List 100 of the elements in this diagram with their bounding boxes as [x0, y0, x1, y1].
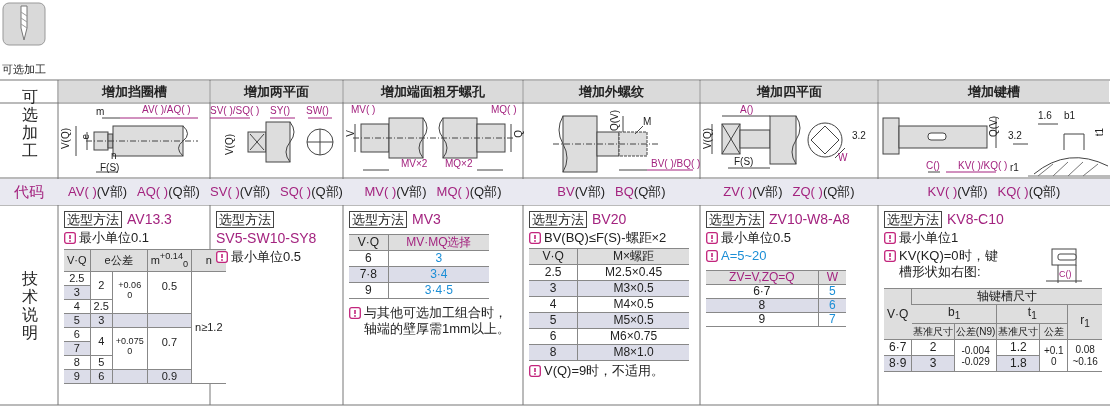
model-code: BV20 — [592, 211, 627, 227]
code-text: ZV( ) — [723, 184, 753, 199]
dimension-label: W — [838, 152, 848, 163]
table-value: 5 — [818, 284, 846, 299]
code-text: AV( ) — [68, 184, 97, 199]
column-header: 增加外螺纹 — [524, 81, 699, 102]
table-value: 2.5 — [64, 271, 91, 286]
table-value: 6·7 — [884, 339, 912, 356]
column-header: t$_{1}$ — [996, 304, 1068, 324]
code-text: BQ — [615, 184, 634, 199]
dimension-label: F(S) — [100, 162, 120, 173]
table-value: 0.08 ~0.16 — [1067, 339, 1102, 372]
table-value: 6 — [529, 328, 578, 345]
column-header: MV·MQ选择 — [388, 234, 489, 251]
dimension-label: V(Q) — [702, 128, 713, 150]
row-header: 可选加工 — [21, 88, 38, 160]
note-text: BV(BQ)≤F(S)-螺距×2 — [544, 230, 667, 246]
table-value: M2.5×0.45 — [577, 264, 689, 281]
code-text: KQ( ) — [997, 184, 1029, 199]
table-value: 3 — [388, 250, 489, 267]
table-value: +0.075 0 — [112, 327, 148, 370]
table-value: 7 — [818, 312, 846, 327]
code-text: AQ( ) — [137, 184, 169, 199]
table-value: M6×0.75 — [577, 328, 689, 345]
note-text: 最小单位1 — [899, 230, 959, 246]
table-value: 5 — [90, 355, 113, 370]
part-text: (V部) — [239, 184, 271, 199]
dimension-label: V(Q) — [60, 128, 71, 150]
table-value: 4 — [64, 299, 91, 314]
dimension-label: MQ×2 — [445, 158, 473, 169]
dimension-label: Q(V) — [988, 116, 999, 138]
code-text: SQ( ) — [280, 184, 312, 199]
code-text: ZQ( ) — [792, 184, 823, 199]
method-tag: 选型方法 — [216, 211, 274, 228]
dimension-label: A() — [740, 104, 754, 115]
column-header: V·Q — [349, 234, 389, 251]
note-text: A=5~20 — [721, 248, 767, 264]
table-value: 2 — [911, 339, 955, 356]
note-text: 最小单位0.1 — [79, 230, 150, 246]
table-value: 8 — [64, 355, 91, 370]
model-code: SV5-SW10-SY8 — [216, 230, 318, 247]
table-value: 2.5 — [90, 299, 113, 314]
part-text: (Q部) — [311, 184, 343, 199]
method-tag: 选型方法 — [706, 211, 764, 228]
dimension-label: MV×2 — [401, 158, 428, 169]
code-text: BV — [557, 184, 575, 199]
dimension-label: C() — [926, 160, 940, 171]
dimension-label: V(Q) — [224, 134, 235, 156]
table-value: n≥1.2 — [191, 271, 226, 384]
row-header: 技术说明 — [21, 270, 38, 342]
dimension-label: 1.6 — [1038, 110, 1052, 121]
dimension-label: V — [345, 130, 356, 137]
table-value: 6 — [349, 250, 389, 267]
part-text: (Q部) — [633, 184, 666, 199]
dimension-label: AV( )/AQ( ) — [142, 104, 191, 115]
dimension-label: SY() — [270, 105, 290, 116]
column-header: 增加键槽 — [879, 81, 1109, 102]
column-header: ZV=V,ZQ=Q — [706, 270, 819, 285]
table-value: 9 — [349, 282, 389, 299]
column-header: 增加两平面 — [211, 81, 342, 102]
note-text: 与其他可选加工组合时，轴端的壁厚需1mm以上。 — [364, 305, 511, 337]
dimension-label: b1 — [1064, 110, 1076, 121]
column-header: 轴键槽尺寸 — [911, 288, 1102, 305]
dimension-label: BV( )/BQ( ) — [651, 158, 701, 169]
column-header: V·Q — [64, 249, 91, 272]
model-code: AV13.3 — [127, 211, 172, 227]
table-value: 1.2 — [996, 339, 1040, 356]
dimension-label: SV( )/SQ( ) — [210, 105, 260, 116]
part-text: (Q部) — [168, 184, 200, 199]
code-text: MQ( ) — [436, 184, 470, 199]
table-value: 6·7 — [706, 284, 819, 299]
method-tag: 选型方法 — [349, 211, 407, 228]
dimension-label: m — [96, 106, 105, 117]
dimension-label: MQ( ) — [491, 104, 517, 115]
part-text: (V部) — [396, 184, 427, 199]
column-header: V·Q — [529, 248, 578, 265]
part-text: (V部) — [752, 184, 783, 199]
dimension-label: MV( ) — [351, 104, 376, 115]
column-header: e公差 — [90, 249, 148, 272]
dimension-label: e — [80, 134, 91, 140]
note-text: V(Q)=9时，不适用。 — [544, 363, 665, 379]
dimension-label: M — [643, 116, 652, 127]
table-value: 3·4·5 — [388, 282, 489, 299]
note-text: 最小单位0.5 — [231, 249, 302, 265]
dimension-label: Q — [513, 130, 524, 138]
table-value: 6 — [64, 327, 91, 342]
column-header: 增加端面粗牙螺孔 — [344, 81, 522, 102]
model-code: MV3 — [412, 211, 441, 227]
icon-caption: 可选加工 — [2, 62, 46, 77]
column-header: V·Q — [884, 288, 912, 340]
model-code: ZV10-W8-A8 — [769, 211, 850, 227]
dimension-label: 3.2 — [852, 130, 866, 141]
method-tag: 选型方法 — [64, 211, 122, 228]
table-value: 9 — [706, 312, 819, 327]
model-code: KV8-C10 — [947, 211, 1004, 227]
column-header: 增加挡圈槽 — [59, 81, 209, 102]
part-text: (Q部) — [469, 184, 502, 199]
column-header: W — [818, 270, 846, 285]
dimension-label: F(S) — [734, 156, 754, 167]
column-header: M×螺距 — [577, 248, 689, 265]
